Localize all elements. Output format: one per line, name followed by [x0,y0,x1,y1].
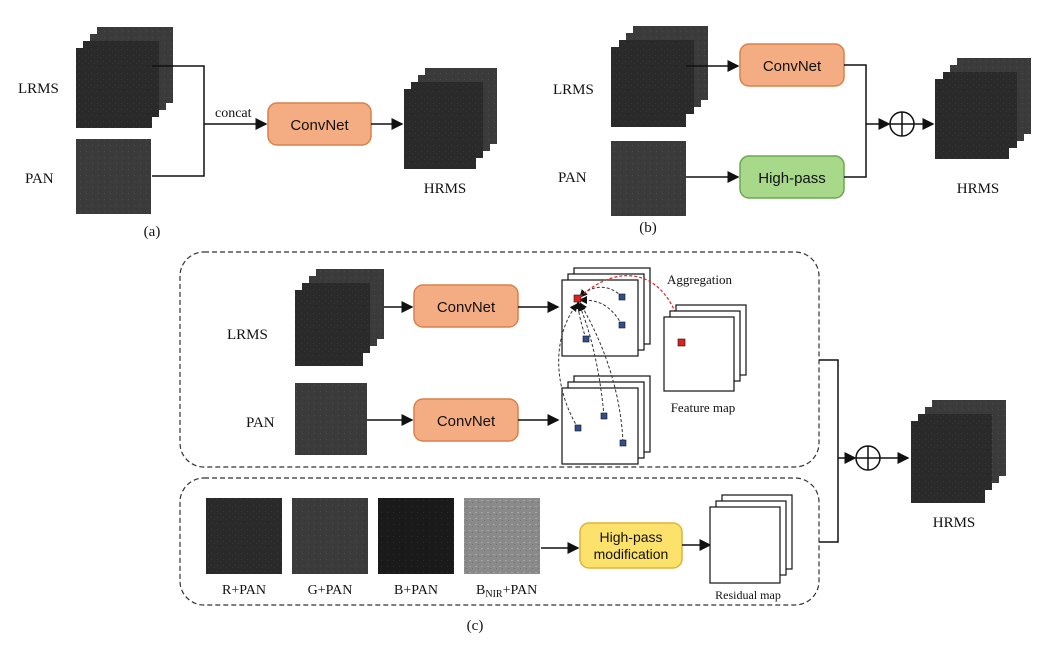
convnet-label-a: ConvNet [290,117,349,134]
band-label-nir-main: B [476,583,485,598]
aggregation-label: Aggregation [667,272,732,287]
hrms-image-stack-a [404,68,497,169]
hrms-label-b: HRMS [957,181,1000,197]
pan-label-b: PAN [558,170,587,186]
lrms-feature-patches [573,293,626,343]
highpass-mod-line2: modification [594,546,669,562]
hrms-label-a: HRMS [424,181,467,197]
pan-image-b [611,141,686,216]
lrms-label-b: LRMS [553,82,594,98]
sum-node-icon-c [855,445,881,471]
concat-connector-a [152,65,205,177]
pan-label-c: PAN [246,415,275,431]
band-image-r [206,498,282,574]
hrms-image-stack-c [911,400,1006,503]
sum-node-icon-b [889,111,915,137]
pan-feature-stack [561,375,651,465]
pan-image-a [76,139,151,214]
convnet-label-top-c: ConvNet [437,299,496,316]
band-image-g [292,498,368,574]
band-label-nir-suffix: +PAN [503,583,538,598]
feature-branch-container [179,251,820,468]
lrms-feature-stack [561,267,651,357]
residual-map-stack [709,494,793,584]
feature-map-label: Feature map [671,400,736,415]
band-label-b: B+PAN [394,583,438,598]
hrms-image-stack-b [935,58,1031,159]
panel-b: LRMS PAN ConvNet High-pass HRMS (b) [553,26,1031,236]
band-image-b [378,498,454,574]
pan-image-c [295,383,367,455]
pan-label-a: PAN [25,171,54,187]
panel-a: LRMS PAN concat ConvNet HRMS (a) [18,27,497,240]
band-images [206,498,540,574]
feature-map-stack [663,304,747,392]
band-image-nir [464,498,540,574]
highpass-mod-line1: High-pass [599,529,662,545]
band-label-r: R+PAN [222,583,266,598]
lrms-image-stack-b [611,26,708,127]
pan-feature-patches [574,412,627,447]
lrms-label-a: LRMS [18,81,59,97]
concat-label-a: concat [215,106,252,121]
merge-connector-c [819,359,839,543]
convnet-label-bottom-c: ConvNet [437,413,496,430]
panel-c: LRMS PAN ConvNet ConvNet [179,251,1006,634]
band-label-g: G+PAN [308,583,353,598]
hrms-label-c: HRMS [933,515,976,531]
attention-paths [558,286,624,443]
lrms-image-stack-c [295,269,384,366]
lrms-image-stack-a [76,27,173,128]
caption-a: (a) [144,224,161,240]
band-label-nir-sub: NIR [485,589,503,600]
residual-map-label: Residual map [715,588,781,602]
highpass-label-b: High-pass [758,170,826,187]
caption-b: (b) [639,220,657,236]
convnet-label-b: ConvNet [763,58,822,75]
caption-c: (c) [467,618,484,634]
lrms-label-c: LRMS [227,327,268,343]
merge-connector-b [844,64,867,178]
band-label-nir: BNIR+PAN [476,583,537,600]
convnet-box-top-c [413,284,519,328]
